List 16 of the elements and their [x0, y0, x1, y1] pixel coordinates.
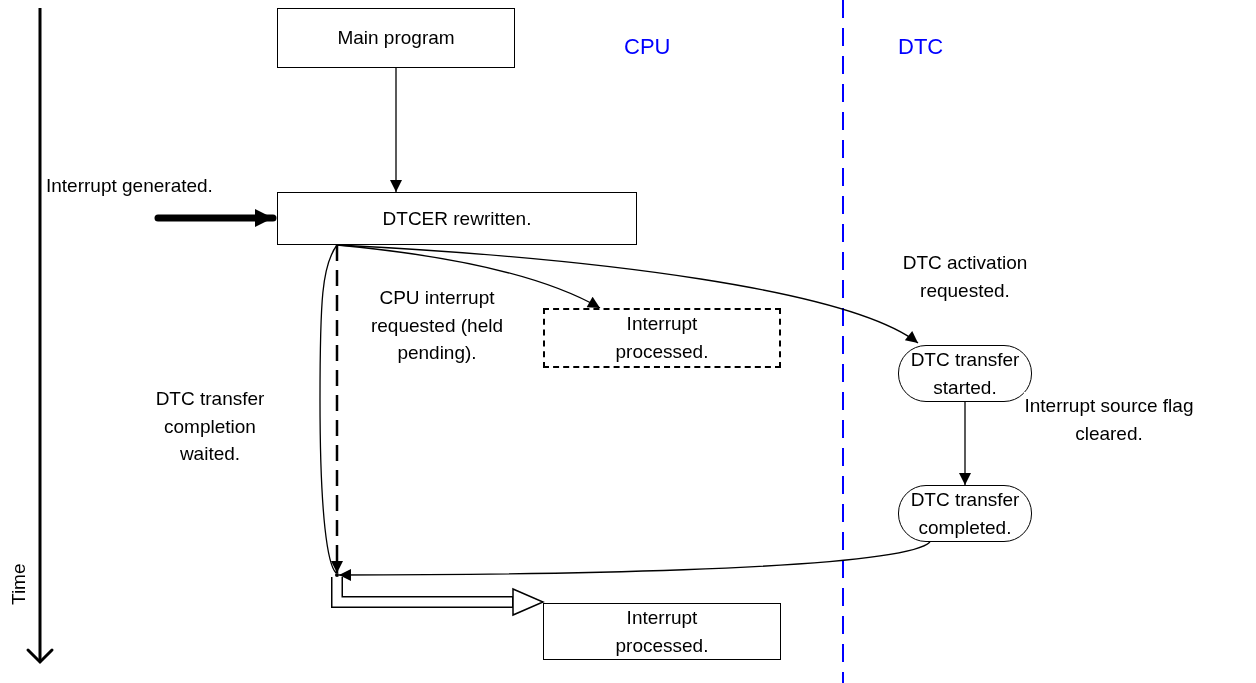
connector-line — [319, 244, 338, 574]
arrow — [390, 67, 402, 193]
terminal-shape: DTC transfer completed. — [898, 485, 1032, 542]
lane-label: DTC — [898, 33, 944, 61]
junction-point — [335, 573, 339, 577]
arrow — [959, 401, 971, 486]
dashed-arrow — [331, 245, 343, 573]
arrow — [154, 209, 277, 227]
hollow-arrow — [331, 577, 545, 617]
dashed-process-box: Interrupt processed. — [543, 308, 781, 368]
lane-label: CPU — [624, 33, 671, 61]
process-box: DTCER rewritten. — [277, 192, 637, 245]
process-box: Main program — [277, 8, 515, 68]
process-box: Interrupt processed. — [543, 603, 781, 660]
arrow — [338, 541, 931, 581]
axis-label: Time — [6, 563, 30, 605]
